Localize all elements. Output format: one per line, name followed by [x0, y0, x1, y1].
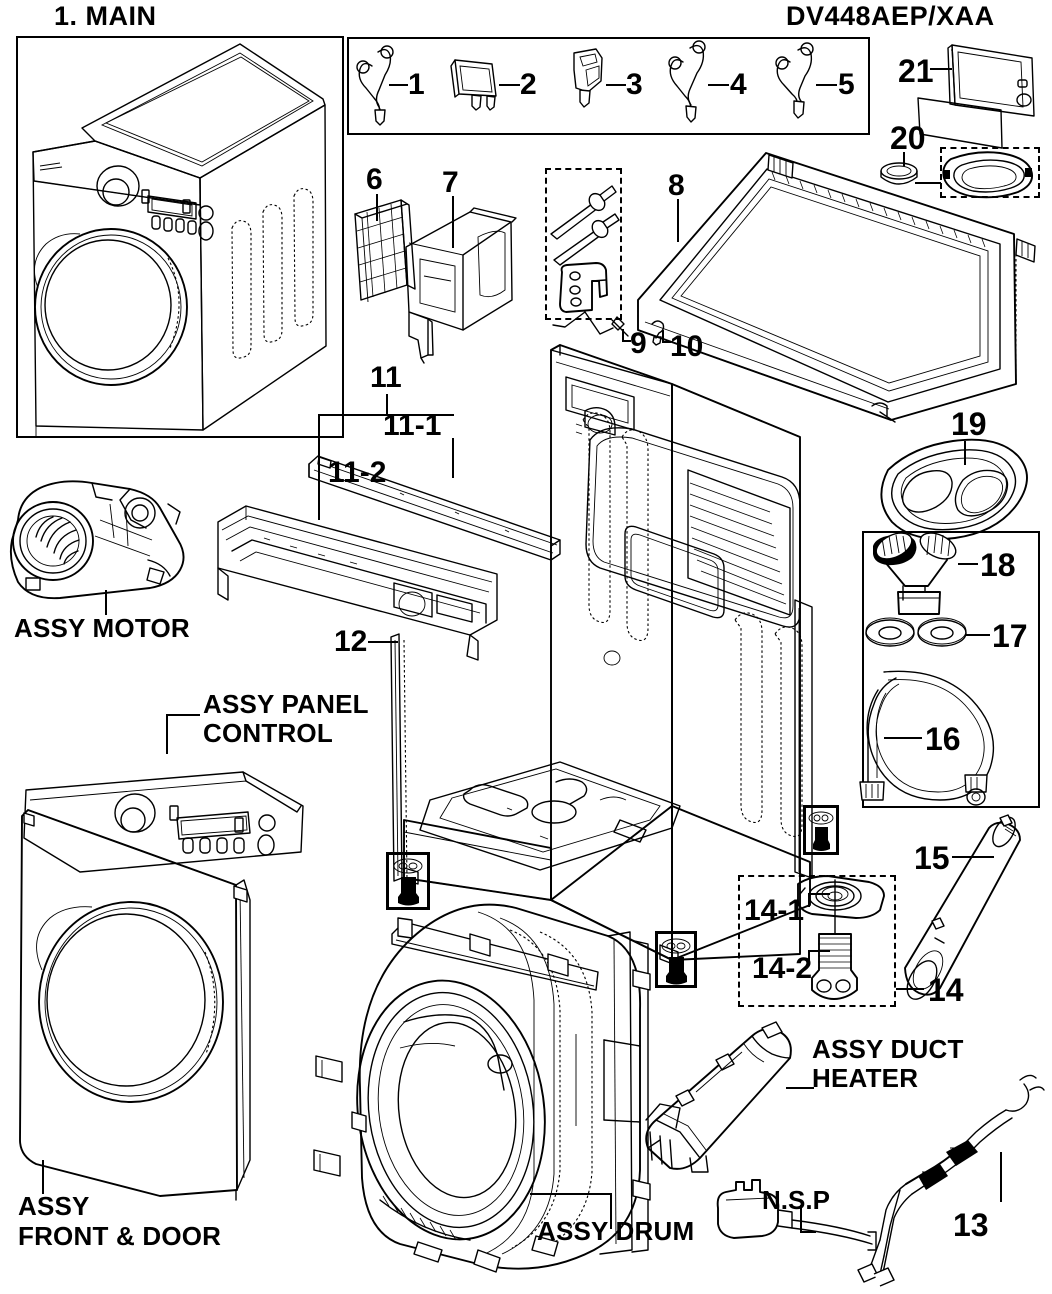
callout-2: 2 — [520, 68, 537, 101]
leader-8 — [677, 199, 679, 242]
leader-2 — [499, 84, 520, 86]
label-assy-duct-heater-line2: HEATER — [812, 1063, 919, 1093]
leader-assy-front-door — [42, 1160, 44, 1194]
leader-17 — [966, 634, 990, 636]
model-number: DV448AEP/XAA — [786, 1, 995, 31]
leader-9-v — [622, 329, 624, 342]
leader-15 — [952, 856, 994, 858]
leader-3 — [606, 84, 626, 86]
duct-housing-part — [405, 207, 517, 364]
leader-assy-drum-h — [530, 1193, 612, 1195]
leader-14-2-v — [808, 950, 810, 964]
duct-heater-assembly — [645, 1021, 792, 1173]
label-assy-front-door-line2: FRONT & DOOR — [18, 1221, 222, 1251]
label-assy-duct-heater-line1: ASSY DUCT — [812, 1034, 964, 1064]
leader-10-v — [662, 330, 664, 343]
callout-21: 21 — [898, 53, 934, 89]
control-board-part — [917, 44, 1035, 149]
front-door-assembly — [19, 771, 304, 1201]
callout-11-1: 11-1 — [383, 409, 442, 442]
leader-7 — [452, 196, 454, 248]
leader-20-box — [915, 182, 941, 184]
lint-filter-part — [354, 199, 416, 303]
leader-21 — [930, 68, 952, 70]
leader-18 — [958, 563, 978, 565]
label-assy-panel-line1: ASSY PANEL — [203, 689, 369, 719]
leader-11 — [386, 394, 388, 416]
leader-10-h — [662, 341, 671, 343]
callout-17: 17 — [992, 618, 1028, 654]
motor-assembly — [9, 480, 185, 600]
leader-4 — [708, 84, 729, 86]
callout-9: 9 — [630, 327, 647, 360]
callout-20: 20 — [890, 120, 926, 156]
callout-8: 8 — [668, 169, 685, 202]
wire-harness-part — [857, 1074, 1045, 1287]
leader-assy-motor — [105, 590, 107, 615]
product-illustration-frame — [16, 36, 344, 438]
leader-16 — [884, 737, 922, 739]
callout-15: 15 — [914, 840, 950, 876]
seal-ring-part — [880, 162, 918, 185]
small-parts-frame — [347, 37, 870, 135]
leader-11-2-drop — [318, 414, 320, 482]
leader-11-2-tail — [318, 480, 320, 520]
leader-14-2-h — [808, 950, 830, 952]
callout-7: 7 — [442, 166, 459, 199]
fastener-detail-frame — [545, 168, 622, 320]
callout-18: 18 — [980, 547, 1016, 583]
leader-12 — [368, 641, 398, 643]
leader-14-1-h — [808, 893, 830, 895]
callout-3: 3 — [626, 68, 643, 101]
seal-detail-frame — [940, 147, 1040, 198]
label-assy-panel-line2: CONTROL — [203, 718, 333, 748]
callout-13: 13 — [953, 1207, 989, 1243]
leader-assy-drum-v — [610, 1193, 612, 1229]
callout-14: 14 — [928, 972, 964, 1008]
label-assy-front-door-line1: ASSY — [18, 1191, 90, 1221]
callout-1: 1 — [408, 68, 425, 101]
leader-19 — [964, 441, 966, 465]
label-nsp: N.S.P — [762, 1185, 830, 1215]
leader-6 — [376, 194, 378, 221]
callout-4: 4 — [730, 68, 747, 101]
leader-assy-duct-heater — [786, 1087, 814, 1089]
leader-14-1-v — [808, 893, 810, 907]
leader-20 — [903, 152, 905, 166]
callout-16: 16 — [925, 721, 961, 757]
leader-13 — [1000, 1152, 1002, 1202]
leader-9-h — [622, 340, 631, 342]
leader-14 — [896, 988, 924, 990]
callout-14-1: 14-1 — [744, 894, 805, 927]
callout-11-2: 11-2 — [328, 456, 387, 489]
leveling-foot-inset-top — [803, 805, 839, 855]
leader-assy-panel-v — [166, 714, 168, 754]
callout-19: 19 — [951, 406, 987, 442]
leveling-foot-inset-left — [386, 852, 430, 910]
lint-duct-part — [880, 438, 1028, 540]
callout-11: 11 — [370, 361, 402, 394]
callout-6: 6 — [366, 163, 383, 196]
leader-1 — [389, 84, 408, 86]
label-assy-drum: ASSY DRUM — [537, 1216, 695, 1246]
leader-11-1-drop — [452, 438, 454, 478]
leader-11-bracket — [318, 414, 454, 416]
leader-nsp-h — [800, 1231, 816, 1233]
callout-14-2: 14-2 — [752, 952, 813, 985]
callout-12: 12 — [334, 625, 368, 658]
callout-5: 5 — [838, 68, 855, 101]
leader-nsp-v — [800, 1205, 802, 1233]
callout-10: 10 — [670, 330, 704, 363]
leader-5 — [816, 84, 837, 86]
leader-assy-panel-h — [166, 714, 200, 716]
page-title: 1. MAIN — [54, 1, 157, 31]
leveling-foot-inset-right — [655, 931, 697, 988]
cabinet-chassis — [403, 344, 813, 967]
label-assy-motor: ASSY MOTOR — [14, 613, 190, 643]
